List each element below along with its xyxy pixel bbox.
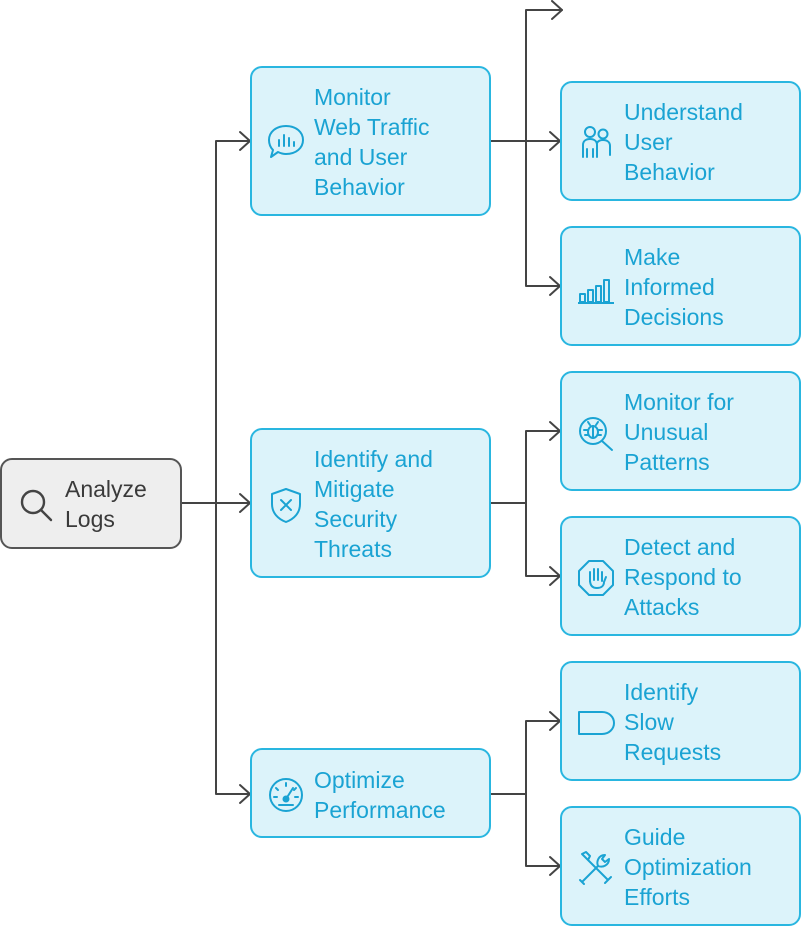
leaf-node-understand-user-behavior[interactable]: Understand User Behavior xyxy=(560,81,801,201)
magnifier-icon xyxy=(16,485,56,525)
leaf-label: Make Informed Decisions xyxy=(624,244,724,330)
branch-node-monitor-web-traffic[interactable]: Monitor Web Traffic and User Behavior xyxy=(250,66,491,216)
leaf-label: Guide Optimization Efforts xyxy=(624,824,752,910)
speedometer-icon xyxy=(266,775,306,815)
leaf-node-detect-respond-attacks[interactable]: Detect and Respond to Attacks xyxy=(560,516,801,636)
leaf-label: Detect and Respond to Attacks xyxy=(624,534,742,620)
hand-stop-icon xyxy=(576,558,616,598)
root-label: Analyze Logs xyxy=(65,476,147,532)
tag-shape-icon xyxy=(576,703,616,743)
bar-chart-icon xyxy=(576,268,616,308)
leaf-node-make-informed-decisions[interactable]: Make Informed Decisions xyxy=(560,226,801,346)
leaf-label: Understand User Behavior xyxy=(624,99,743,185)
root-node-analyze-logs[interactable]: Analyze Logs xyxy=(0,458,182,549)
branch-label: Optimize Performance xyxy=(314,767,446,823)
branch-label: Identify and Mitigate Security Threats xyxy=(314,446,433,562)
leaf-node-guide-optimization[interactable]: Guide Optimization Efforts xyxy=(560,806,801,926)
branch-node-optimize-performance[interactable]: Optimize Performance xyxy=(250,748,491,838)
leaf-node-monitor-unusual-patterns[interactable]: Monitor for Unusual Patterns xyxy=(560,371,801,491)
shield-x-icon xyxy=(266,485,306,525)
leaf-label: Identify Slow Requests xyxy=(624,679,722,765)
tools-icon xyxy=(576,848,616,888)
branch-label: Monitor Web Traffic and User Behavior xyxy=(314,84,430,200)
bug-search-icon xyxy=(576,413,616,453)
leaf-node-identify-slow-requests[interactable]: Identify Slow Requests xyxy=(560,661,801,781)
users-icon xyxy=(576,123,616,163)
leaf-label: Monitor for Unusual Patterns xyxy=(624,389,734,475)
chat-chart-icon xyxy=(266,122,306,162)
branch-node-security-threats[interactable]: Identify and Mitigate Security Threats xyxy=(250,428,491,578)
